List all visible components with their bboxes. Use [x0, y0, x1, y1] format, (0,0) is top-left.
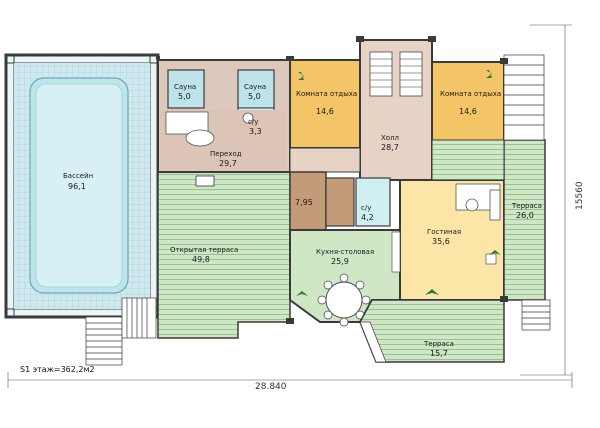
wc-1-label: с/у [248, 118, 258, 126]
pool-stairs [85, 316, 123, 366]
hall-area: 28,7 [381, 143, 399, 152]
pool-label: Бассейн [63, 172, 93, 180]
height-dimension: 15560 [575, 181, 585, 210]
wc-2 [355, 177, 391, 227]
kitchen-dining [289, 229, 401, 327]
dimension-lines [7, 24, 573, 388]
corridor [289, 147, 361, 173]
terrace-bottom-label: Терраса [423, 340, 454, 348]
plant-icon [425, 289, 439, 295]
width-dimension: 28.840 [255, 382, 287, 392]
terrace-right-area: 26,0 [516, 211, 534, 220]
rest-room-2-area: 14,6 [459, 107, 477, 116]
plant-icon [298, 72, 304, 80]
passage-area: 29,7 [219, 159, 237, 168]
open-terrace-area: 49,8 [192, 255, 210, 264]
log-corners [156, 36, 508, 324]
sauna-1-area: 5,0 [178, 92, 191, 101]
sauna-1-label: Сауна [174, 83, 196, 91]
utility-room [325, 177, 355, 227]
rest-room-1-area: 14,6 [316, 107, 334, 116]
grill-icon [195, 175, 215, 187]
terrace-right-label: Терраса [511, 202, 542, 210]
side-stairs [121, 297, 157, 339]
sauna-2-label: Сауна [244, 83, 266, 91]
bottom-stairs [359, 321, 387, 363]
open-terrace [157, 171, 291, 339]
kitchen-area: 25,9 [331, 257, 349, 266]
sauna-2 [237, 69, 275, 109]
sauna-block [157, 59, 291, 173]
terrace-right [503, 139, 546, 301]
rest-room-2 [431, 61, 505, 145]
right-stairs [503, 54, 545, 141]
terrace-bottom-area: 15,7 [430, 349, 448, 358]
total-area: S1 этаж=362,2м2 [20, 365, 95, 374]
living-room [399, 179, 505, 301]
hall-label: Холл [381, 134, 399, 142]
pool-area: 96,1 [68, 182, 86, 191]
storage-area: 7,95 [295, 198, 313, 207]
right-lower-stairs [521, 299, 551, 331]
sauna-1 [167, 69, 205, 109]
living-area: 35,6 [432, 237, 450, 246]
kitchen-label: Кухня-столовая [316, 248, 374, 256]
terrace-bottom [359, 299, 505, 363]
pool-wing [4, 53, 160, 319]
wc-2-label: с/у [361, 204, 371, 212]
plant-icon [486, 70, 492, 78]
open-terrace-label: Открытая терраса [170, 246, 238, 254]
passage-label: Переход [210, 150, 242, 158]
wc-1-area: 3,3 [249, 127, 262, 136]
rest-room-2-label: Комната отдыха [440, 90, 501, 98]
plant-icon [296, 291, 308, 296]
rest-room-1-label: Комната отдыха [296, 90, 357, 98]
hall [359, 39, 433, 181]
wc-2-area: 4,2 [361, 213, 374, 222]
living-label: Гостиная [427, 228, 461, 236]
plant-icon [489, 250, 501, 255]
sauna-2-area: 5,0 [248, 92, 261, 101]
